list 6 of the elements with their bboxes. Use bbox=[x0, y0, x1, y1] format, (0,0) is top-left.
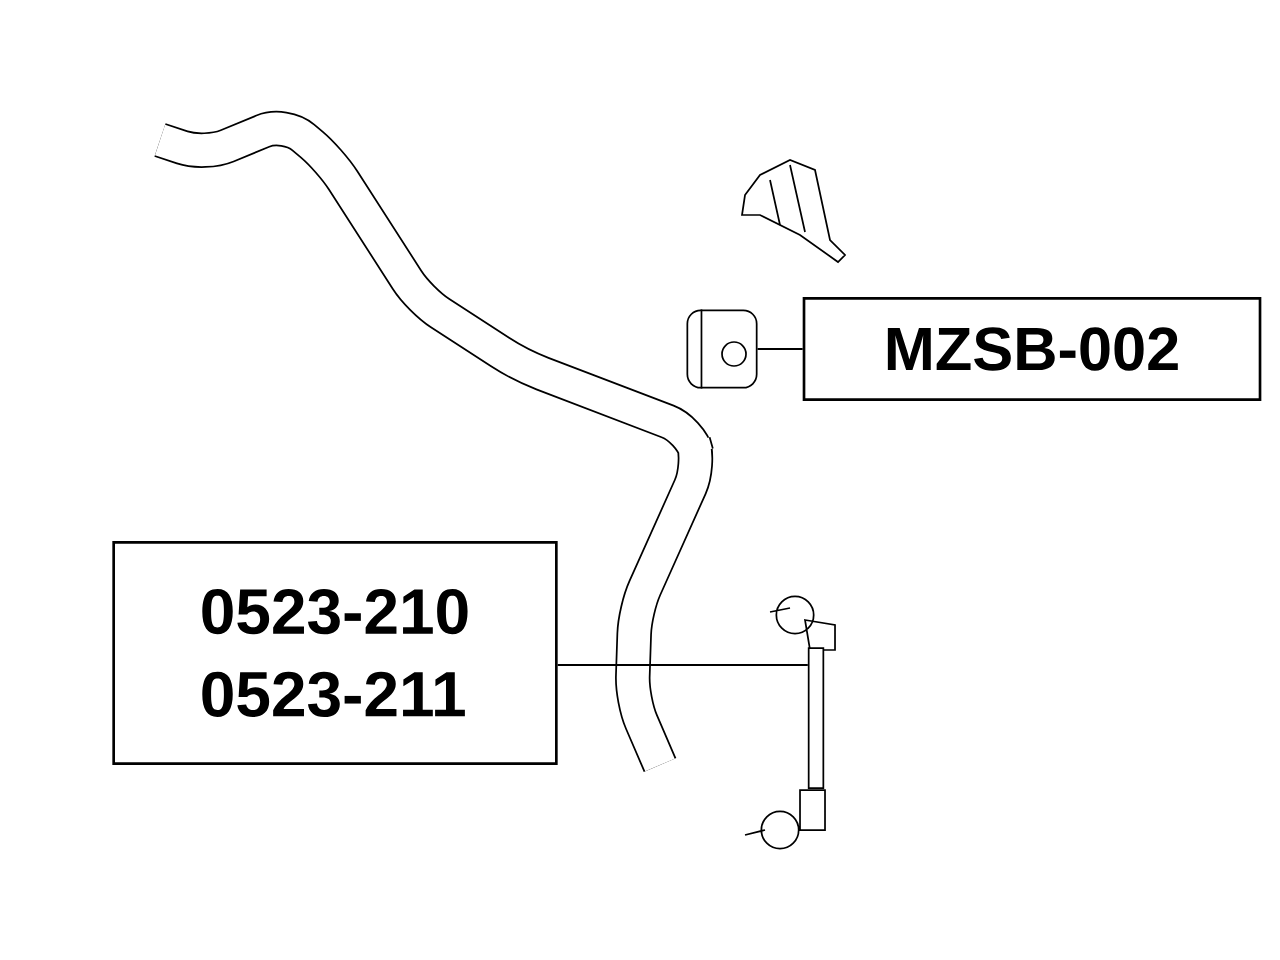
part-number-box: 0523-210 0523-211 bbox=[112, 541, 558, 765]
link-rod-drawing bbox=[807, 647, 825, 789]
bushing-drawing bbox=[686, 308, 758, 390]
part-number-box: MZSB-002 bbox=[802, 297, 1262, 401]
leader-line bbox=[756, 348, 804, 350]
leader-line bbox=[556, 664, 809, 666]
